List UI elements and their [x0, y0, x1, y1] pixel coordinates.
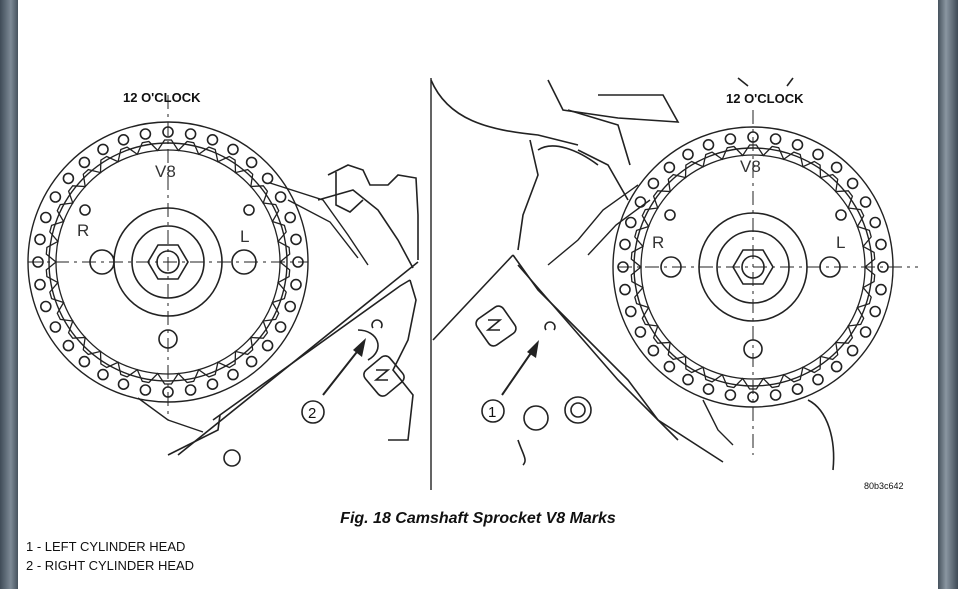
chain-roller: [724, 389, 737, 401]
chain-roller: [39, 300, 52, 313]
figure-code: 80b3c642: [864, 481, 904, 491]
chain-roller: [634, 196, 647, 208]
chain-roller: [859, 326, 872, 338]
left-camshaft-sprocket: [28, 95, 308, 420]
chain-roller: [702, 383, 715, 396]
right-callout-number: 1: [488, 404, 496, 421]
chain-roller: [227, 143, 239, 156]
chain-roller: [682, 373, 694, 386]
chain-roller: [869, 216, 882, 229]
chain-roller: [875, 283, 887, 296]
chain-roller: [619, 283, 631, 296]
chain-roller: [663, 360, 676, 373]
chain-roller: [227, 368, 239, 381]
chain-roller: [49, 191, 62, 203]
left-engine-casting: [167, 164, 419, 467]
legend-item: 1 - LEFT CYLINDER HEAD: [26, 539, 186, 554]
chain-roller: [97, 143, 109, 156]
chain-roller: [290, 233, 302, 246]
chain-roller: [62, 339, 75, 352]
left-12-oclock-label: 12 O'CLOCK: [123, 90, 201, 105]
chain-roller: [78, 156, 91, 169]
right-12-oclock-label: 12 O'CLOCK: [726, 91, 804, 106]
chain-roller: [791, 383, 804, 396]
window-frame-left: [0, 0, 18, 589]
left-timing-chain: [27, 121, 369, 433]
camshaft-sprocket-diagram: 12 O'CLOCK V8 R L 2: [27, 77, 918, 490]
right-engine-casting: [430, 77, 835, 471]
chain-roller: [619, 238, 631, 251]
right-v8-mark: V8: [740, 157, 761, 176]
document-page: 12 O'CLOCK V8 R L 2: [18, 0, 938, 589]
chain-roller: [274, 321, 287, 333]
left-l-mark: L: [240, 227, 249, 246]
chain-roller: [34, 233, 46, 246]
chain-roller: [830, 360, 843, 373]
chain-roller: [830, 161, 843, 174]
chain-roller: [284, 211, 297, 224]
chain-roller: [682, 148, 694, 161]
right-timing-chain: [547, 126, 894, 446]
chain-roller: [274, 191, 287, 203]
chain-roller: [117, 378, 130, 391]
figure-legend: 1 - LEFT CYLINDER HEAD 2 - RIGHT CYLINDE…: [26, 537, 194, 575]
right-callout-arrow: [481, 340, 539, 423]
chain-roller: [245, 355, 258, 368]
chain-roller: [139, 384, 152, 396]
figure-caption: Fig. 18 Camshaft Sprocket V8 Marks: [340, 510, 616, 527]
chain-roller: [724, 133, 737, 145]
chain-roller: [624, 216, 637, 229]
left-v8-mark: V8: [155, 162, 176, 181]
chain-roller: [663, 161, 676, 174]
window-frame-right: [938, 0, 958, 589]
chain-roller: [78, 355, 91, 368]
chain-roller: [284, 300, 297, 313]
chain-roller: [261, 339, 274, 352]
chain-roller: [647, 177, 660, 190]
left-callout-arrow: [301, 338, 366, 424]
chain-roller: [139, 128, 152, 140]
chain-roller: [97, 368, 109, 381]
chain-roller: [846, 177, 859, 190]
chain-roller: [184, 128, 197, 140]
chain-roller: [206, 378, 219, 391]
chain-roller: [702, 139, 715, 151]
right-view: [430, 77, 918, 471]
chain-roller: [34, 278, 46, 291]
chain-roller: [875, 238, 887, 251]
chain-roller: [634, 326, 647, 338]
right-camshaft-sprocket: [618, 110, 918, 455]
chain-roller: [62, 172, 75, 185]
chain-roller: [39, 211, 52, 224]
right-l-mark: L: [836, 233, 845, 252]
chain-roller: [117, 134, 130, 146]
left-callout-number: 2: [308, 405, 316, 422]
chain-roller: [791, 139, 804, 151]
right-r-mark: R: [652, 233, 664, 252]
chain-roller: [49, 321, 62, 333]
chain-roller: [769, 389, 782, 401]
chain-roller: [647, 344, 660, 357]
left-view: [27, 95, 419, 467]
chain-roller: [245, 156, 258, 169]
chain-roller: [261, 172, 274, 185]
right-chain-links: [617, 131, 889, 403]
chain-roller: [859, 196, 872, 208]
chain-roller: [869, 305, 882, 318]
left-r-mark: R: [77, 221, 89, 240]
chain-roller: [769, 133, 782, 145]
chain-roller: [290, 278, 302, 291]
chain-roller: [624, 305, 637, 318]
chain-roller: [206, 134, 219, 146]
chain-roller: [846, 344, 859, 357]
chain-roller: [184, 384, 197, 396]
chain-roller: [812, 373, 824, 386]
legend-item: 2 - RIGHT CYLINDER HEAD: [26, 558, 195, 573]
chain-roller: [812, 148, 824, 161]
